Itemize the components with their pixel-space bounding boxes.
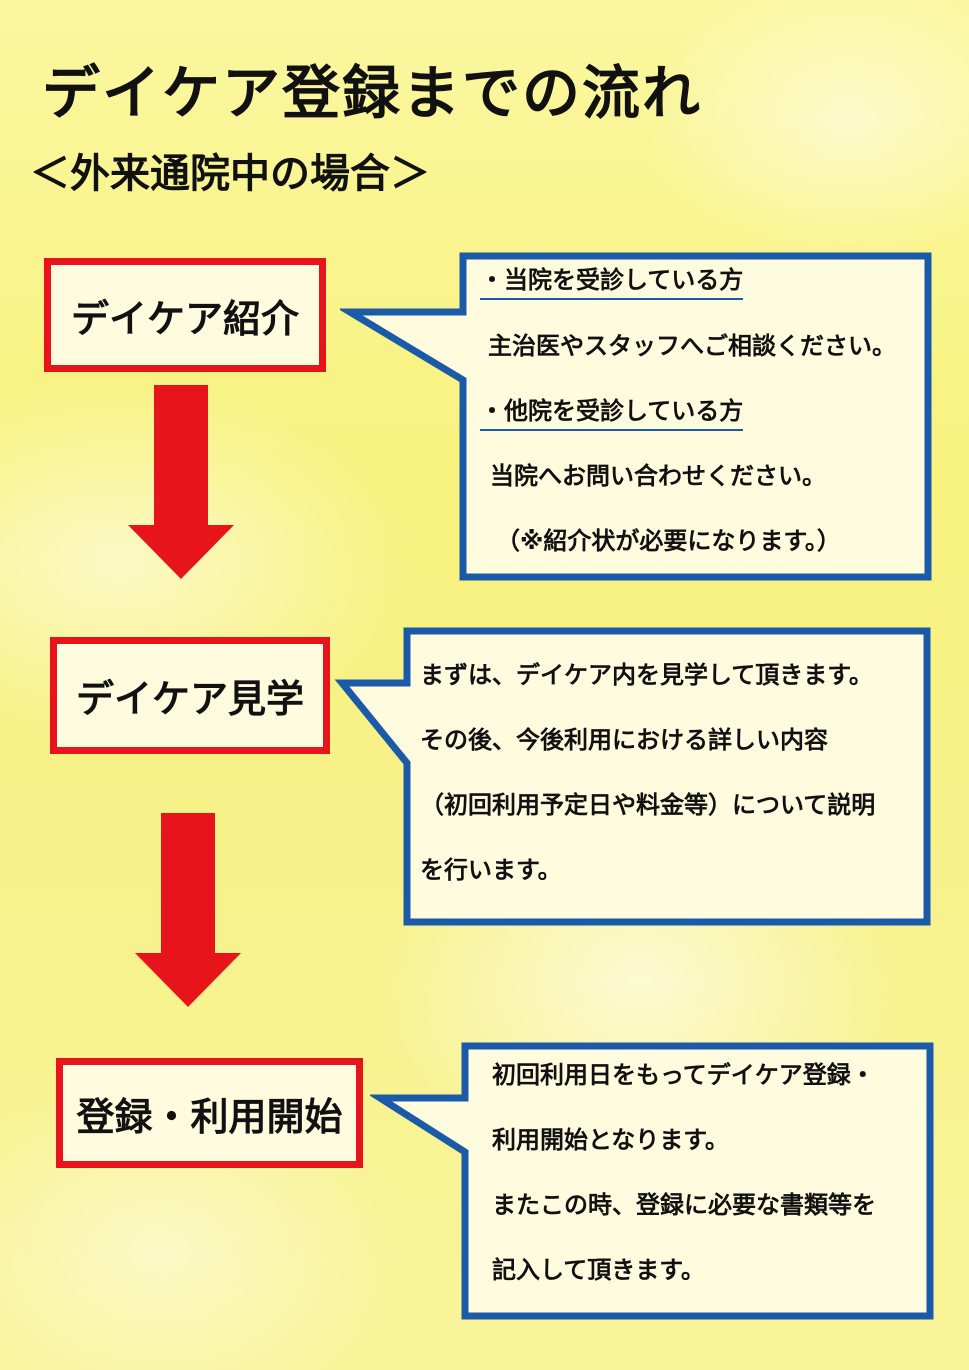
callout-visit-line-4: を行います。 [420, 856, 562, 884]
step-visit-label: デイケア見学 [75, 677, 304, 721]
callout-visit-bubble [334, 627, 931, 926]
step-introduction-label: デイケア紹介 [70, 296, 299, 341]
step-introduction: デイケア紹介 [44, 258, 326, 372]
callout-registration-bubble [370, 1042, 934, 1320]
page-subtitle: ＜外来通院中の場合＞ [30, 151, 430, 197]
callout-introduction-line-3: （※紹介状が必要になります。） [496, 527, 841, 555]
callout-registration-line-2: 利用開始となります。 [492, 1126, 729, 1154]
callout-visit-line-3: （初回利用予定日や料金等）について説明 [420, 791, 876, 819]
step-registration-label: 登録・利用開始 [76, 1094, 343, 1139]
callout-introduction-heading-1: ・当院を受診している方 [480, 268, 744, 300]
step-visit: デイケア見学 [50, 637, 330, 754]
callout-introduction-line-2: 当院へお問い合わせください。 [490, 462, 826, 490]
step-registration: 登録・利用開始 [56, 1058, 363, 1168]
callout-introduction-heading-2: ・他院を受診している方 [480, 399, 744, 431]
callout-introduction-line-1: 主治医やスタッフへご相談ください。 [488, 332, 896, 360]
callout-visit-line-1: まずは、デイケア内を見学して頂きます。 [420, 661, 873, 689]
callout-visit-line-2: その後、今後利用における詳しい内容 [420, 726, 828, 754]
callout-registration-line-3: またこの時、登録に必要な書類等を [492, 1191, 876, 1219]
page-title: デイケア登録までの流れ [42, 59, 703, 127]
callout-registration-line-4: 記入して頂きます。 [492, 1256, 705, 1284]
down-arrow-icon [128, 385, 234, 579]
callout-introduction-bubble [340, 252, 932, 581]
down-arrow-icon [135, 813, 241, 1007]
callout-registration-line-1: 初回利用日をもってデイケア登録・ [492, 1061, 875, 1089]
